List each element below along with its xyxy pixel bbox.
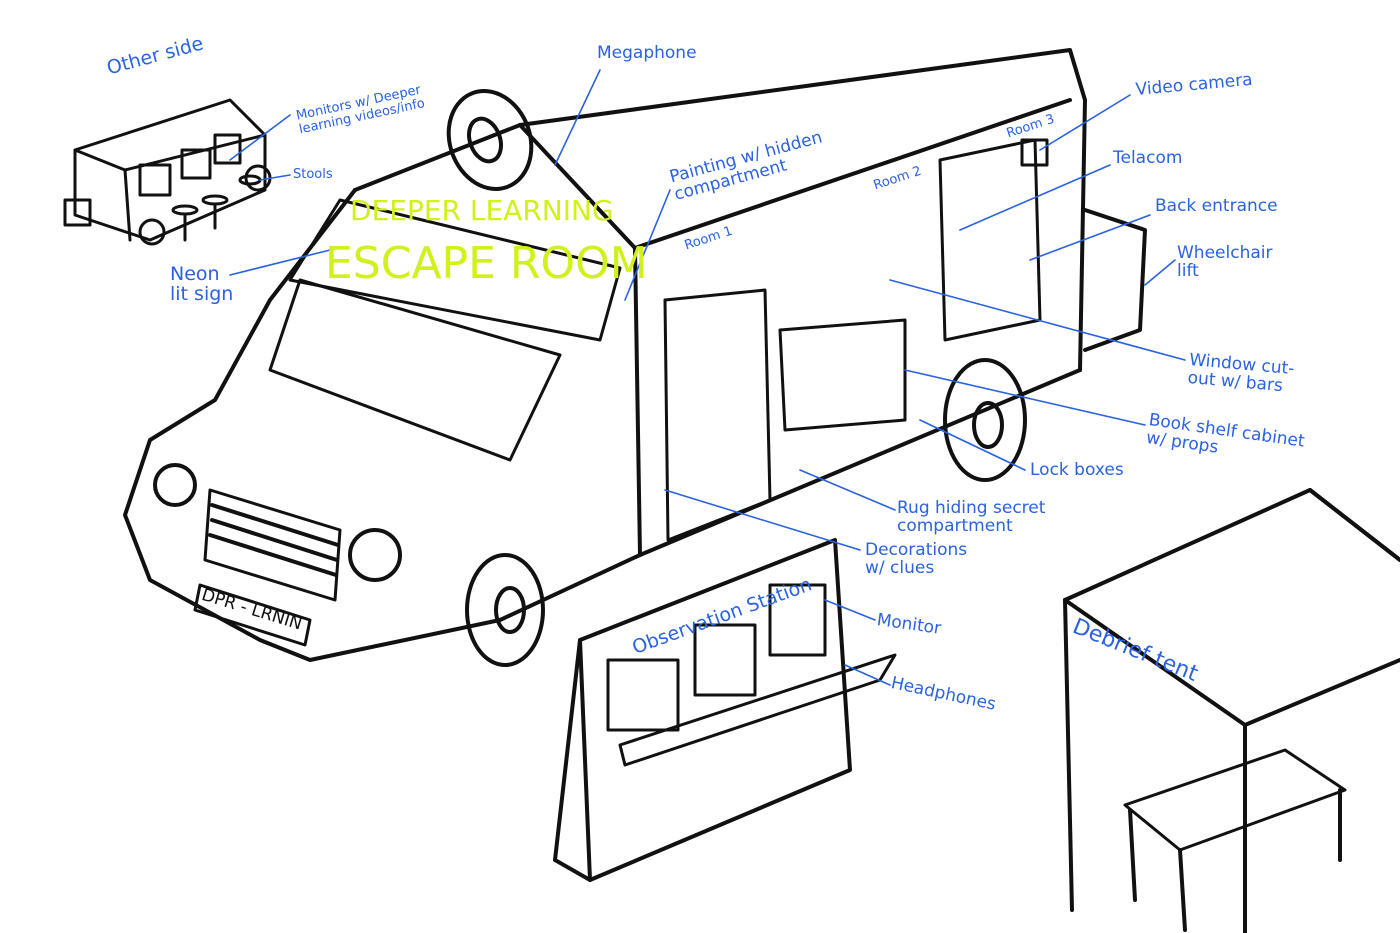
label-megaphone: Megaphone	[597, 43, 697, 63]
label-neon-sign: Neon lit sign	[170, 263, 234, 305]
main-truck	[123, 48, 1147, 667]
label-wheelchair-lift: Wheelchair lift	[1177, 243, 1273, 281]
other-side-truck	[63, 98, 272, 246]
observation-station-drawing	[553, 538, 897, 882]
label-rug: Rug hiding secret compartment	[897, 498, 1046, 536]
neon-sign-line-1: DEEPER LEARNING	[350, 194, 614, 227]
label-back-entrance: Back entrance	[1155, 196, 1278, 216]
neon-sign-line-2: ESCAPE ROOM	[325, 238, 648, 289]
label-lock-boxes: Lock boxes	[1030, 460, 1124, 480]
annotation-leaders	[229, 69, 1186, 686]
label-decorations: Decorations w/ clues	[865, 540, 968, 578]
label-telecom: Telacom	[1113, 148, 1183, 168]
debrief-tent-drawing	[1063, 488, 1400, 933]
label-stools: Stools	[293, 167, 333, 182]
